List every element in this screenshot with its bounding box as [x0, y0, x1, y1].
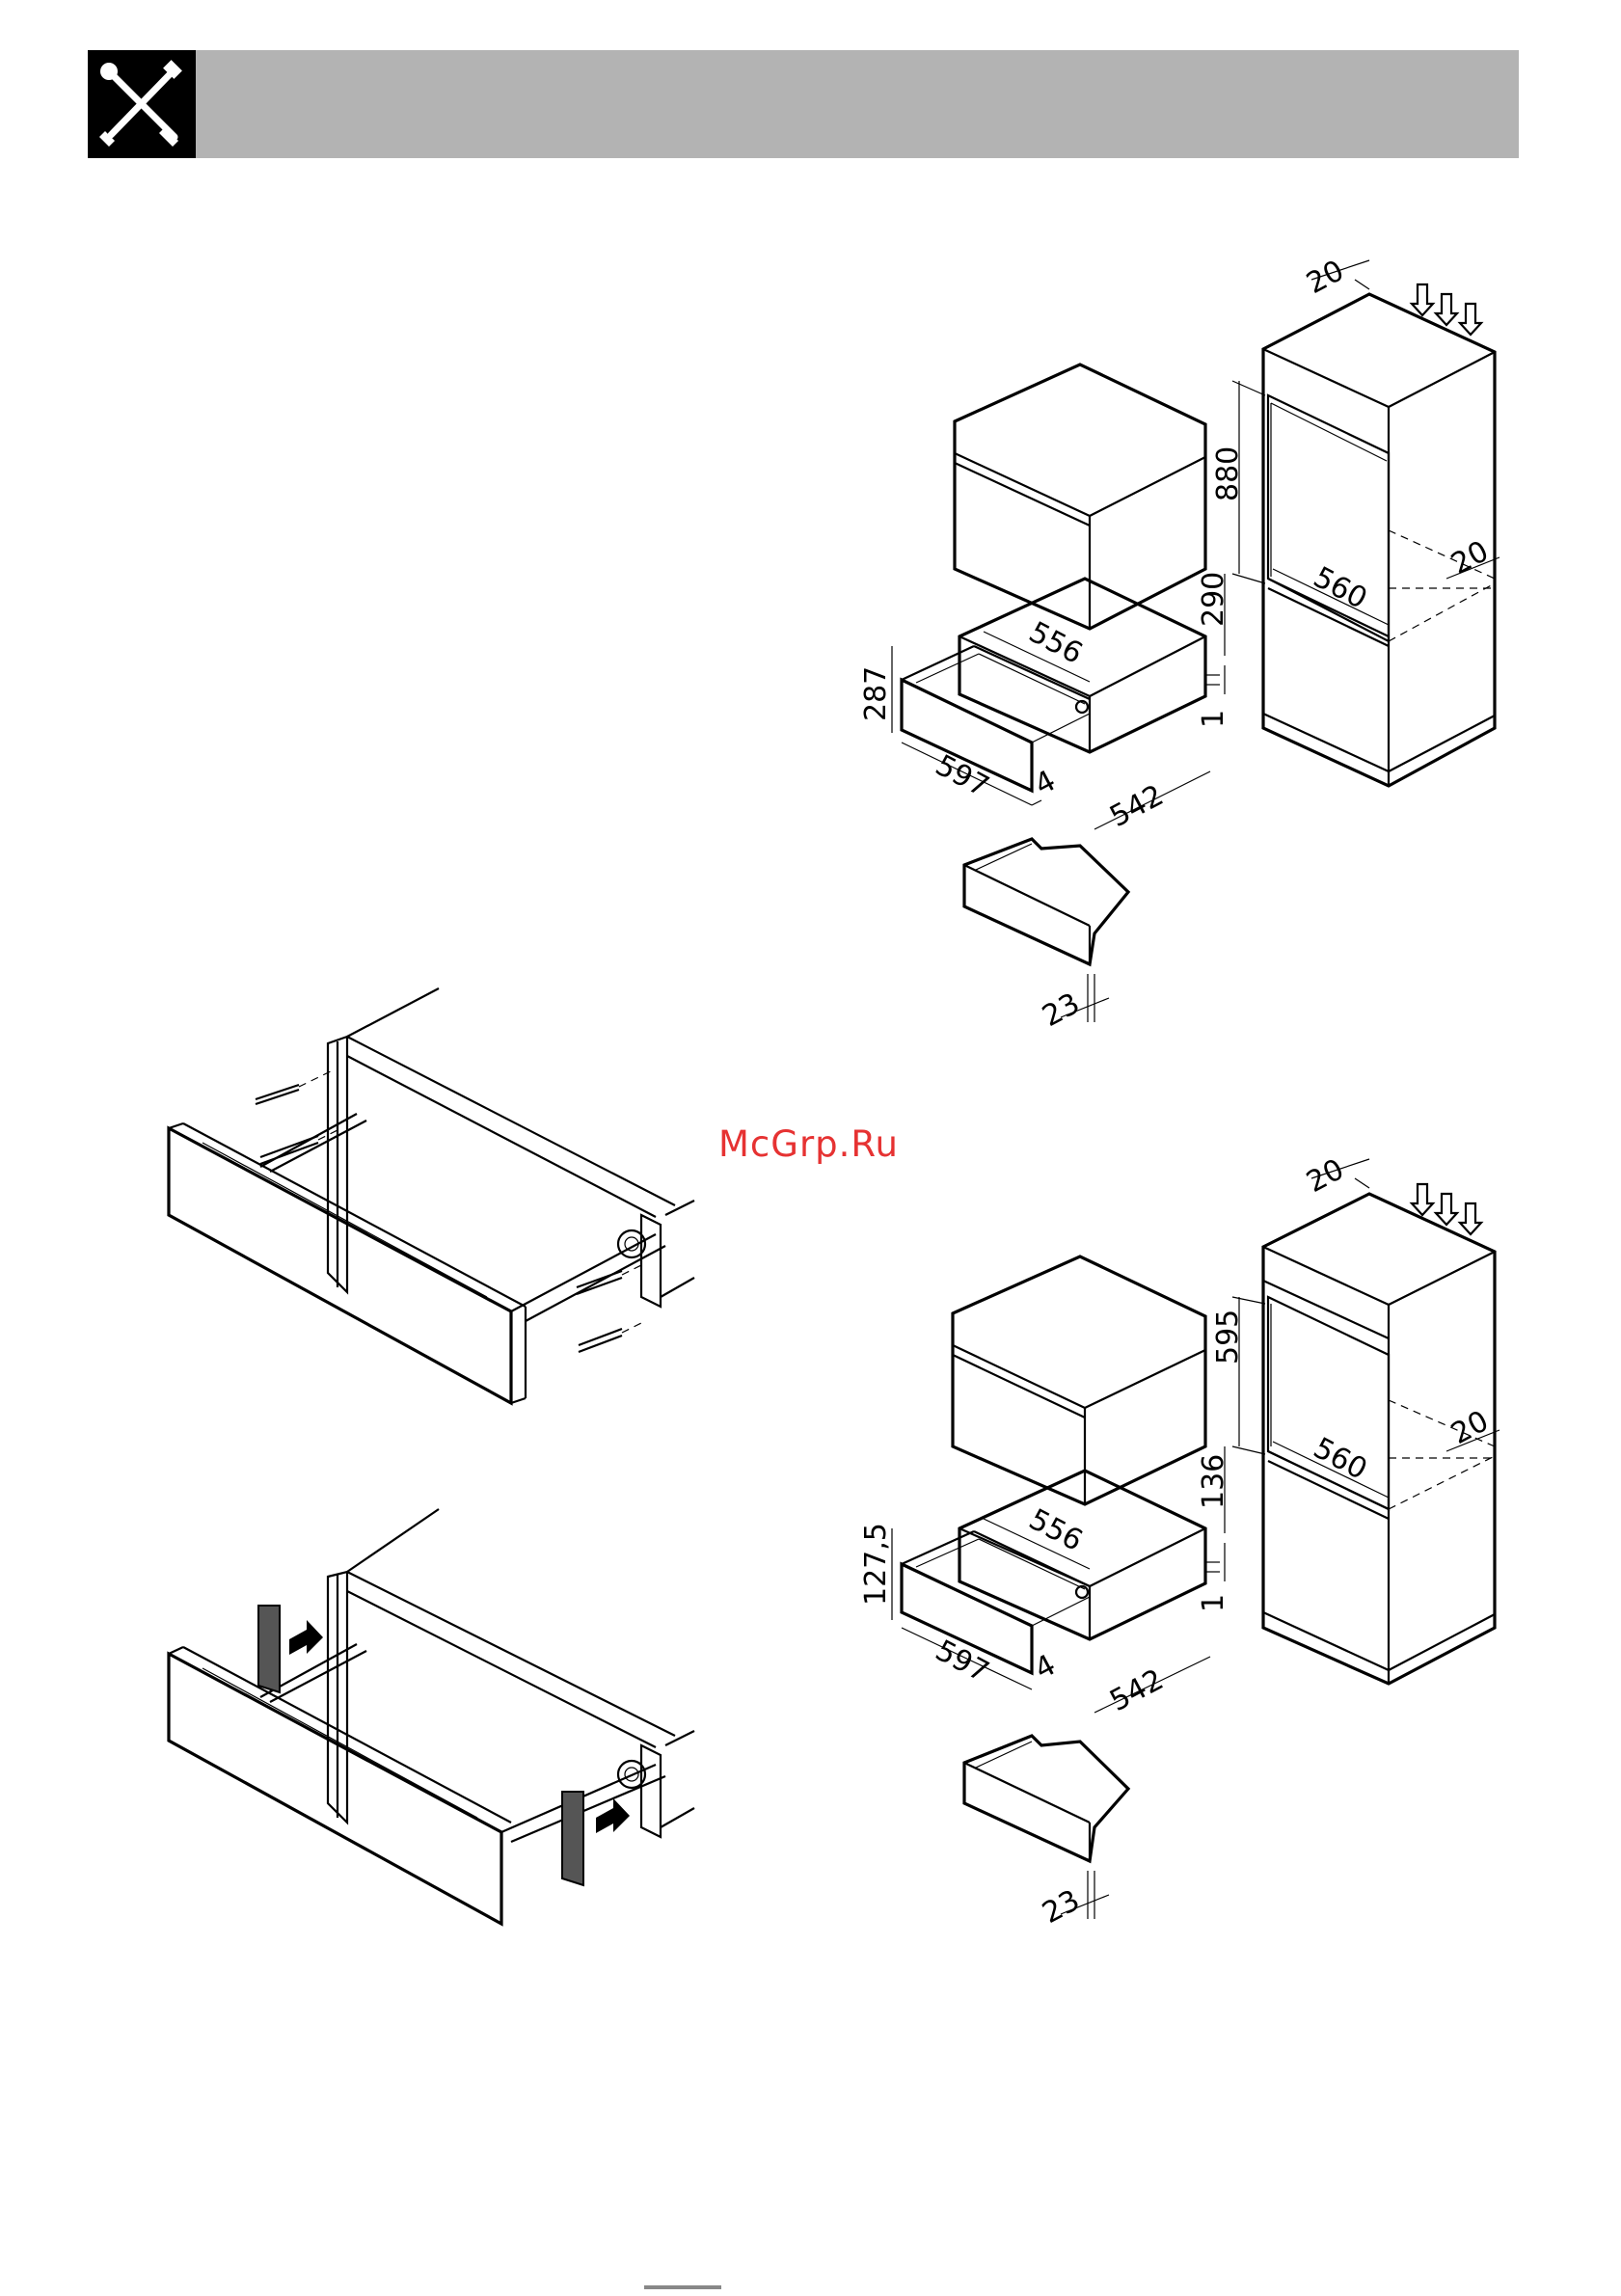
dim-880: 880	[1211, 446, 1245, 501]
drawer-panels-diagram	[169, 1509, 694, 1924]
dim-595: 595	[1211, 1310, 1245, 1364]
dim-1-b: 1	[1197, 1594, 1230, 1612]
dim-1: 1	[1197, 710, 1230, 728]
dim-20-top-b: 20	[1301, 1152, 1349, 1200]
dim-20-top: 20	[1301, 254, 1349, 301]
dim-556-b: 556	[1023, 1502, 1088, 1558]
dim-20-right-b: 20	[1445, 1404, 1494, 1451]
dim-597-b: 597	[930, 1634, 994, 1689]
dim-597: 597	[930, 748, 994, 804]
dim-136: 136	[1197, 1454, 1230, 1509]
bottom-cabinet-diagram: 20 595 20 560 136 556 127,5 1 597 4 542 …	[859, 1152, 1499, 1931]
dim-23-b: 23	[1037, 1883, 1085, 1931]
dim-127-5: 127,5	[859, 1523, 893, 1606]
footer-mark	[644, 2285, 721, 2289]
drawer-screws-diagram	[169, 988, 694, 1403]
dim-4: 4	[1029, 764, 1061, 802]
dim-560: 560	[1308, 560, 1372, 616]
dim-4-b: 4	[1029, 1648, 1061, 1687]
dim-290: 290	[1197, 572, 1230, 627]
dim-20-right: 20	[1445, 534, 1494, 581]
dim-560-b: 560	[1308, 1431, 1372, 1487]
dim-542-b: 542	[1104, 1662, 1169, 1718]
dim-287: 287	[859, 666, 893, 721]
dim-23: 23	[1037, 986, 1085, 1034]
watermark-text: McGrp.Ru	[718, 1123, 899, 1165]
dim-542: 542	[1104, 778, 1169, 834]
top-cabinet-diagram: 20 880 20 560 290 556 287 1 597 4 542 23	[859, 254, 1499, 1034]
